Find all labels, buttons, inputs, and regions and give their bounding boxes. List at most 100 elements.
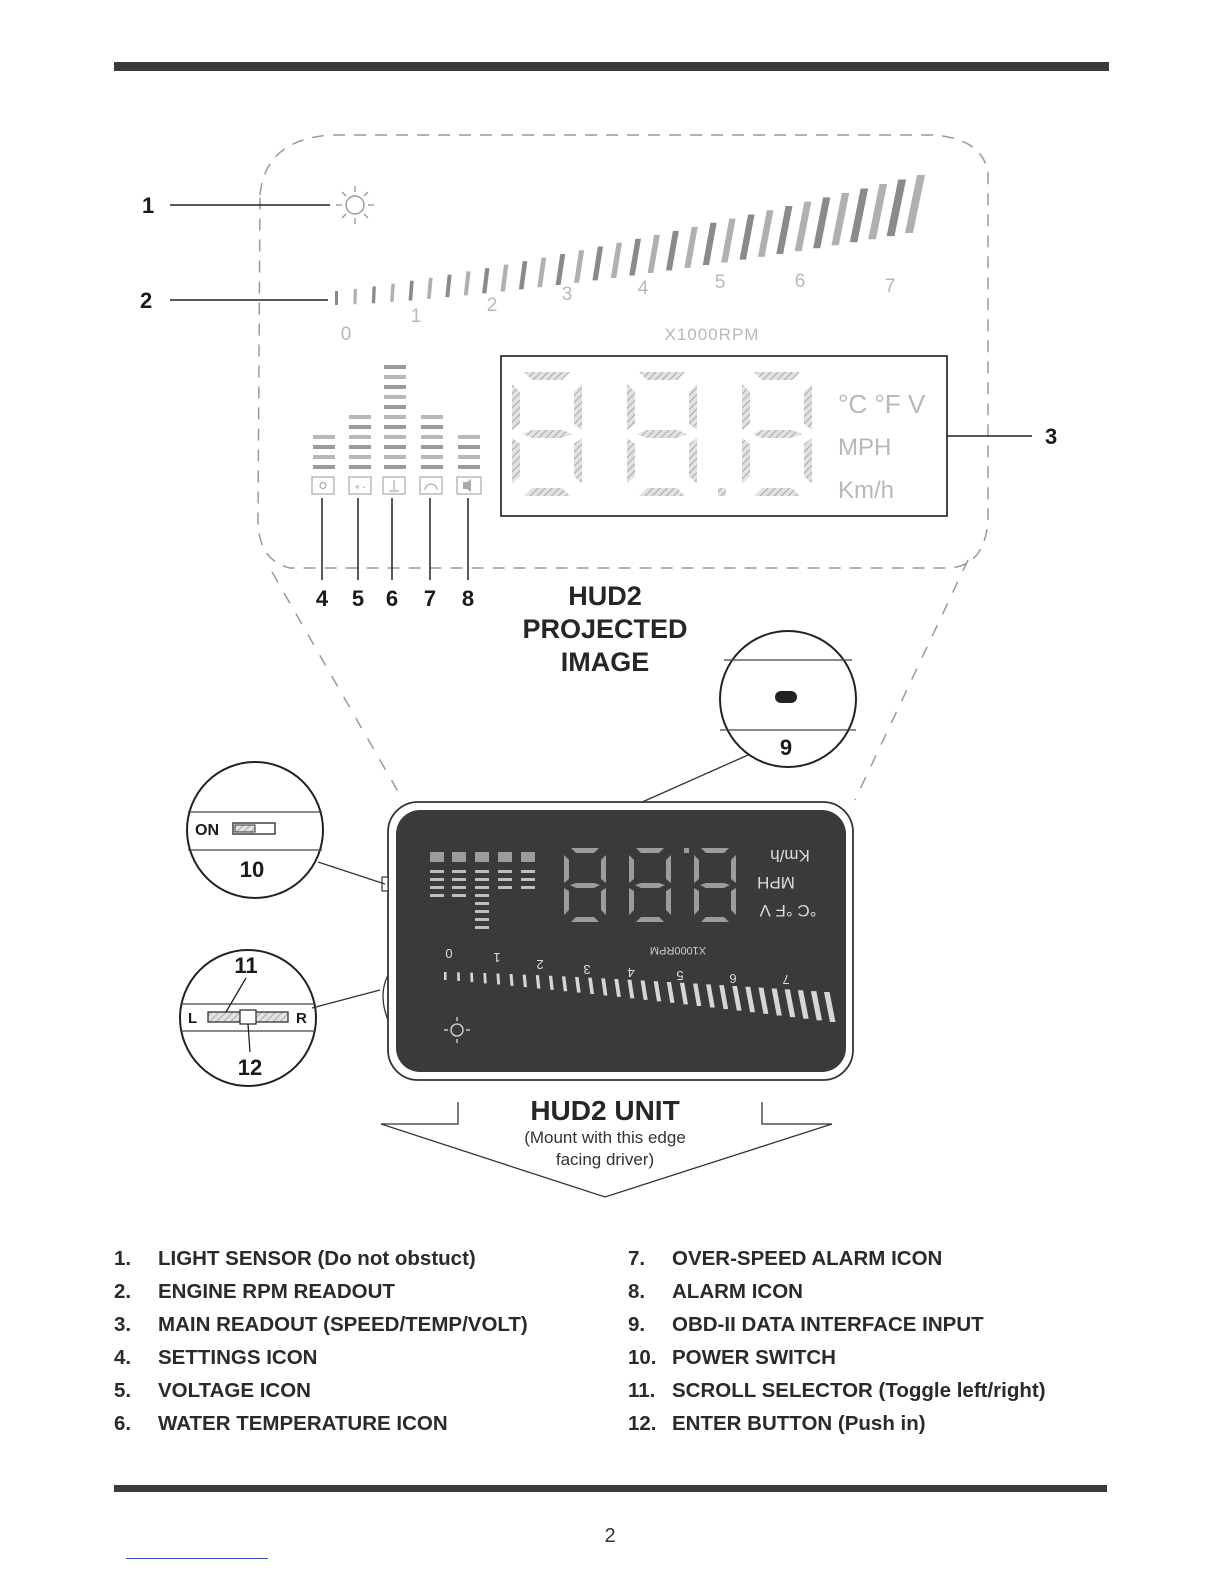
unit-rpm-bar: [548, 975, 554, 990]
rpm-bar: [574, 250, 585, 283]
unit-level-meter-segment: [475, 870, 489, 873]
unit-level-meter-segment: [452, 870, 466, 873]
legend-item: 8.ALARM ICON: [628, 1278, 1046, 1311]
unit-level-meter-segment: [475, 926, 489, 929]
unit-rpm-bar: [627, 979, 635, 999]
legend-text: LIGHT SENSOR (Do not obstuct): [158, 1247, 476, 1270]
power-switch-icon[interactable]: [232, 822, 276, 835]
legend-item: 9. OBD-II DATA INTERFACE INPUT: [628, 1311, 1046, 1344]
unit-rpm-scale-label: 5: [676, 968, 683, 983]
scroll-left-label: L: [188, 1010, 197, 1027]
rpm-bar: [537, 257, 547, 288]
legend-number: 9.: [628, 1313, 646, 1336]
scroll-selector-icon[interactable]: [207, 1009, 289, 1025]
unit-rpm-bar: [640, 980, 648, 1000]
unit-rpm-bar: [771, 988, 782, 1016]
unit-level-meter-segment: [498, 870, 512, 873]
page-number: 2: [604, 1525, 616, 1547]
callout-5: 5: [352, 586, 364, 611]
rpm-bar: [831, 192, 850, 246]
projection-cone-right: [854, 559, 969, 801]
legend-item: 3.MAIN READOUT (SPEED/TEMP/VOLT): [114, 1311, 528, 1344]
level-meter-segment: [384, 395, 406, 399]
footer-link-underline: [126, 1558, 268, 1559]
voltage-icon: + -: [348, 476, 372, 495]
rpm-scale-label: 1: [411, 306, 422, 327]
projected-title-line-3: IMAGE: [560, 647, 650, 677]
unit-rpm-bar: [457, 972, 460, 982]
projected-title-line-1: HUD2: [568, 581, 642, 611]
legend-text: POWER SWITCH: [672, 1346, 836, 1369]
legend-number: 8.: [628, 1280, 646, 1303]
projected-image-outline: [257, 134, 989, 569]
unit-note-line-1: (Mount with this edge: [524, 1128, 686, 1147]
rpm-bar: [794, 201, 812, 252]
level-meter-segment: [458, 435, 480, 439]
unit-level-meter-segment: [452, 886, 466, 889]
rpm-bar: [371, 286, 376, 304]
level-meter-segment: [384, 425, 406, 429]
unit-note-line-2: facing driver): [555, 1150, 655, 1169]
main-readout-digits: [512, 372, 812, 496]
unit-level-meter-segment: [475, 902, 489, 905]
callout-12: 12: [238, 1055, 262, 1080]
level-meter-segment: [384, 405, 406, 409]
unit-level-meter-segment: [521, 886, 535, 889]
top-rule: [114, 62, 1109, 71]
level-meter-segment: [384, 445, 406, 449]
level-meter-segment: [384, 415, 406, 419]
power-switch-on-label: ON: [195, 822, 219, 839]
unit-level-meter-segment: [498, 878, 512, 881]
rpm-bar: [886, 179, 907, 237]
unit-mirror-mph: MPH: [757, 873, 795, 892]
unit-rpm-bar: [561, 976, 568, 992]
legend-text: MAIN READOUT (SPEED/TEMP/VOLT): [158, 1313, 528, 1336]
unit-light-sensor-icon: [444, 1017, 470, 1043]
level-meter-segment: [349, 465, 371, 469]
legend-number: 7.: [628, 1247, 646, 1270]
legend-item: 5.VOLTAGE ICON: [114, 1377, 528, 1410]
unit-rpm-scale-label: 1: [493, 950, 500, 965]
unit-kmh: Km/h: [838, 477, 894, 504]
legend-item: 10.POWER SWITCH: [628, 1344, 1046, 1377]
level-meter-segment: [384, 435, 406, 439]
unit-rpm-bar: [535, 975, 541, 989]
rpm-bar: [592, 246, 604, 281]
legend-item: 4. SETTINGS ICON: [114, 1344, 528, 1377]
level-meter-segment: [421, 465, 443, 469]
rpm-bar: [408, 280, 414, 301]
unit-rpm-bar: [706, 984, 715, 1008]
rpm-bar: [647, 234, 660, 274]
mount-edge-arrow: [380, 1102, 833, 1198]
unit-level-meter-segment: [475, 894, 489, 897]
rpm-bar: [757, 210, 774, 257]
legend-text: OBD-II DATA INTERFACE INPUT: [672, 1313, 984, 1336]
rpm-bar-graph: [335, 175, 925, 305]
unit-level-meter-segment: [475, 886, 489, 889]
unit-rpm-scale-label: 2: [536, 957, 543, 972]
legend-text: SETTINGS ICON: [158, 1346, 318, 1369]
level-meter-segment: [421, 455, 443, 459]
legend-number: 4.: [114, 1346, 132, 1369]
unit-level-meter-segment: [430, 870, 444, 873]
level-meter-segment: [421, 425, 443, 429]
callout-9: 9: [780, 735, 792, 760]
unit-mount-note: (Mount with this edge facing driver): [480, 1127, 730, 1171]
unit-rpm-scale-label: 3: [583, 962, 590, 977]
rpm-bar: [776, 205, 793, 255]
level-meter-segment: [384, 385, 406, 389]
unit-rpm-bar: [509, 974, 514, 986]
projected-title-line-2: PROJECTED: [522, 614, 688, 644]
rpm-scale-label: 3: [562, 284, 573, 305]
level-meter-segment: [349, 415, 371, 419]
callout-11: 11: [234, 953, 257, 978]
rpm-bar: [629, 238, 641, 276]
unit-rpm-bar: [444, 972, 447, 980]
legend-number: 5.: [114, 1379, 132, 1402]
unit-level-meter-segment: [521, 878, 535, 881]
unit-rpm-scale-label: 6: [729, 971, 736, 986]
unit-level-meter-segment: [475, 878, 489, 881]
